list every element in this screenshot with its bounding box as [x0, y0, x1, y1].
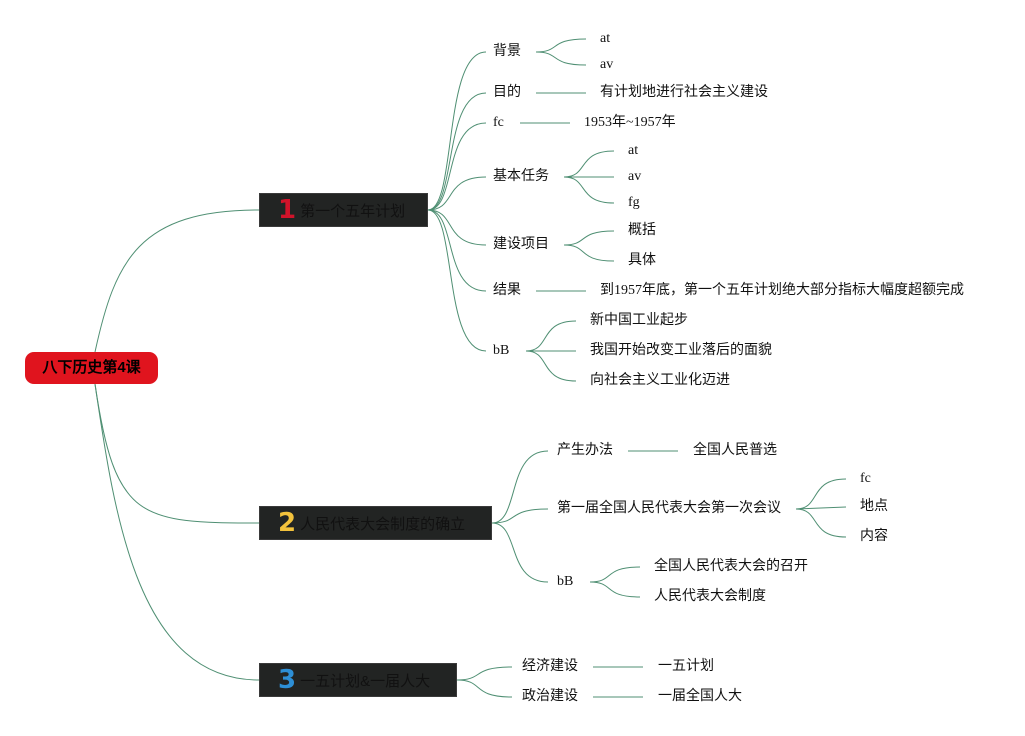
branch-1-number: 1	[278, 195, 297, 225]
branch-1-connector-1	[427, 92, 487, 211]
leaf-projects-1[interactable]: 概括	[628, 223, 656, 238]
leaf-session-2[interactable]: 地点	[860, 499, 888, 514]
project-leaf-connector-2	[563, 244, 615, 262]
leaf-bb2-1[interactable]: 全国人民代表大会的召开	[654, 559, 808, 574]
subtopic-political[interactable]: 政治建设	[522, 689, 578, 704]
leaf-basic-tasks-1[interactable]: at	[628, 143, 639, 158]
branch-2-connector-0	[491, 450, 549, 524]
root-to-branch-1-connector	[94, 209, 260, 353]
branch-1-connector-2	[427, 122, 487, 211]
root-to-branch-3-connector	[94, 383, 260, 681]
bb-leaf-connector-3	[525, 350, 577, 382]
leaf-basic-tasks-2[interactable]: av	[628, 169, 642, 184]
leaf-bb-2[interactable]: 我国开始改变工业落后的面貌	[590, 343, 772, 358]
leaf-fc-1[interactable]: 1953年~1957年	[584, 115, 676, 130]
branch-1-connector-3	[427, 176, 487, 211]
branch-1-label: 第一个五年计划	[300, 202, 406, 220]
subtopic-first-session[interactable]: 第一届全国人民代表大会第一次会议	[557, 501, 781, 516]
branch-1-connector-6	[427, 209, 487, 352]
bg-leaf-connector-2	[535, 51, 587, 66]
leaf-economic-1[interactable]: 一五计划	[658, 659, 714, 674]
task-leaf-connector-1	[563, 150, 615, 178]
branch-1-connector-4	[427, 209, 487, 246]
branch-2-connector-1	[491, 508, 549, 524]
project-leaf-connector-1	[563, 230, 615, 246]
session-leaf-connector-2	[795, 506, 847, 510]
root-topic[interactable]: 八下历史第4课	[25, 352, 158, 384]
leaf-result-1[interactable]: 到1957年底，第一个五年计划绝大部分指标大幅度超额完成	[600, 283, 964, 298]
subtopic-background[interactable]: 背景	[493, 44, 521, 59]
branch-3-number: 3	[278, 665, 297, 695]
branch-2-connector-2	[491, 522, 549, 583]
bb-leaf-connector-1	[525, 320, 577, 352]
leaf-session-3[interactable]: 内容	[860, 529, 888, 544]
subtopic-purpose[interactable]: 目的	[493, 85, 521, 100]
leaf-background-1[interactable]: at	[600, 31, 611, 46]
task-leaf-connector-3	[563, 176, 615, 204]
subtopic-result[interactable]: 结果	[493, 283, 521, 298]
leaf-session-1[interactable]: fc	[860, 471, 871, 486]
leaf-bb-3[interactable]: 向社会主义工业化迈进	[590, 373, 730, 388]
branch-1-connector-0	[427, 51, 487, 211]
branch-2-topic[interactable]: 2 人民代表大会制度的确立	[259, 506, 492, 540]
subtopic-economic[interactable]: 经济建设	[522, 659, 578, 674]
branch-2-label: 人民代表大会制度的确立	[300, 515, 466, 533]
subtopic-projects[interactable]: 建设项目	[493, 237, 549, 252]
leaf-purpose-1[interactable]: 有计划地进行社会主义建设	[600, 85, 768, 100]
bb2-leaf-connector-2	[589, 581, 641, 598]
subtopic-fc[interactable]: fc	[493, 115, 504, 130]
session-leaf-connector-3	[795, 508, 847, 538]
branch-2-number: 2	[278, 508, 297, 538]
branch-1-topic[interactable]: 1 第一个五年计划	[259, 193, 428, 227]
subtopic-basic-tasks[interactable]: 基本任务	[493, 169, 549, 184]
leaf-bb-1[interactable]: 新中国工业起步	[590, 313, 688, 328]
root-to-branch-2-connector	[94, 383, 260, 524]
leaf-basic-tasks-3[interactable]: fg	[628, 195, 640, 210]
leaf-projects-2[interactable]: 具体	[628, 253, 656, 268]
subtopic-bb-2[interactable]: bB	[557, 574, 574, 589]
branch-3-connector-0	[456, 666, 513, 681]
branch-1-connector-5	[427, 209, 487, 292]
leaf-political-1[interactable]: 一届全国人大	[658, 689, 742, 704]
session-leaf-connector-1	[795, 478, 847, 510]
subtopic-bb[interactable]: bB	[493, 343, 510, 358]
bb2-leaf-connector-1	[589, 566, 641, 583]
branch-3-label: 一五计划&一届人大	[300, 672, 431, 690]
leaf-bb2-2[interactable]: 人民代表大会制度	[654, 589, 766, 604]
branch-3-connector-1	[456, 679, 513, 698]
subtopic-method[interactable]: 产生办法	[557, 443, 613, 458]
leaf-background-2[interactable]: av	[600, 57, 614, 72]
leaf-method-1[interactable]: 全国人民普选	[693, 443, 777, 458]
branch-3-topic[interactable]: 3 一五计划&一届人大	[259, 663, 457, 697]
bg-leaf-connector-1	[535, 38, 587, 53]
